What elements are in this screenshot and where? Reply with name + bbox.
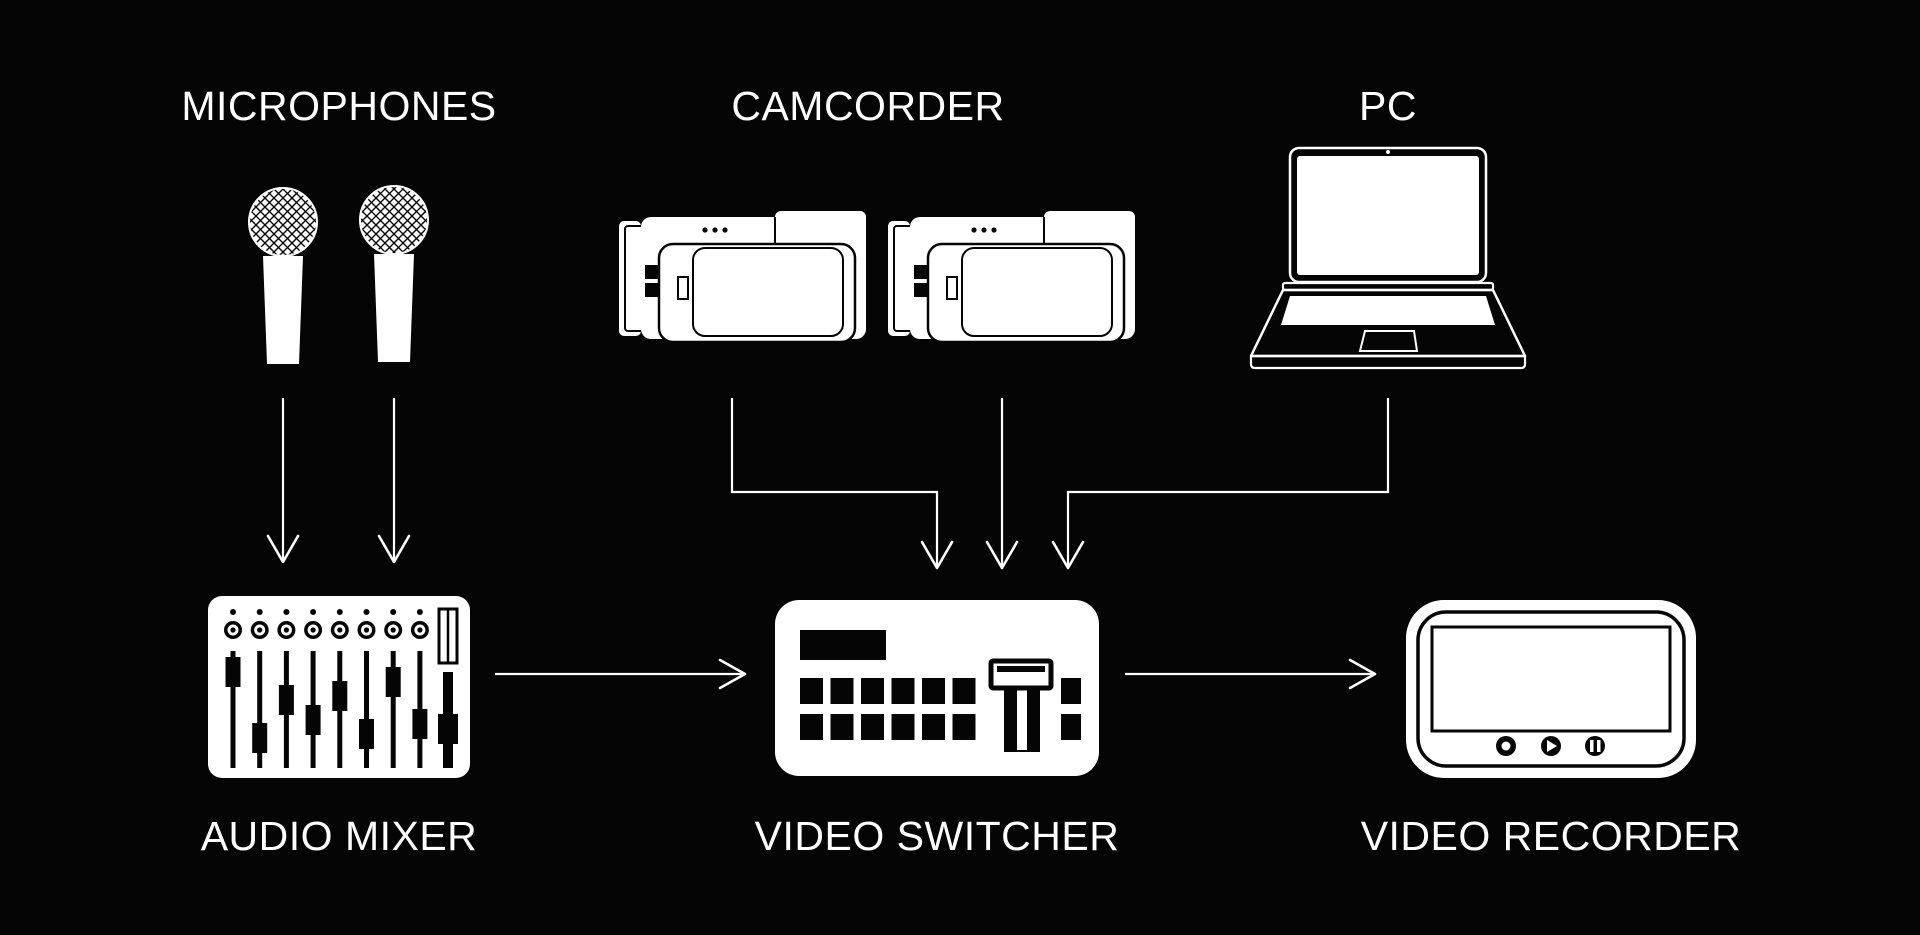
camcorder-icon	[619, 211, 866, 344]
mixer-channel	[277, 609, 296, 768]
mixer-channel	[224, 609, 242, 768]
connector-mixer-to-switcher	[495, 658, 747, 690]
connector-camcorder2-to-switcher	[985, 398, 1019, 570]
switcher-key	[861, 678, 884, 704]
mixer-channel	[384, 609, 403, 768]
switcher-key	[922, 678, 945, 704]
microphones-label: MICROPHONES	[181, 83, 496, 129]
switcher-key	[800, 714, 823, 740]
laptop-icon	[1249, 146, 1527, 370]
camcorder-label: CAMCORDER	[731, 83, 1004, 129]
connector-mic2-to-mixer	[377, 398, 411, 564]
microphone-icon	[359, 185, 429, 362]
microphone-icon	[248, 187, 318, 364]
mixer-channel	[304, 609, 323, 768]
connector-pc-to-switcher	[1051, 398, 1390, 570]
switcher-key	[830, 678, 854, 704]
switcher-key	[830, 714, 854, 740]
switcher-key	[952, 714, 976, 740]
mixer-channel	[357, 609, 376, 768]
audio-mixer-label: AUDIO MIXER	[201, 813, 478, 859]
connector-switcher-to-recorder	[1125, 658, 1377, 690]
switcher-key	[891, 714, 915, 740]
mixer-channel	[330, 609, 349, 768]
camcorder-icon	[888, 211, 1135, 344]
switcher-key	[891, 678, 915, 704]
mixer-channel	[410, 609, 429, 768]
switcher-key	[922, 714, 945, 740]
connector-camcorder1-to-switcher	[730, 398, 954, 570]
switcher-key	[861, 714, 884, 740]
switcher-key	[952, 678, 976, 704]
pc-label: PC	[1359, 83, 1417, 129]
mixer-channel	[250, 609, 269, 768]
switcher-key	[800, 678, 823, 704]
video-recorder-icon	[1406, 600, 1696, 778]
video-recorder-label: VIDEO RECORDER	[1361, 813, 1742, 859]
video-switcher-label: VIDEO SWITCHER	[755, 813, 1120, 859]
video-switcher-icon	[775, 600, 1099, 776]
connector-mic1-to-mixer	[266, 398, 300, 564]
audio-mixer-icon	[208, 596, 470, 778]
